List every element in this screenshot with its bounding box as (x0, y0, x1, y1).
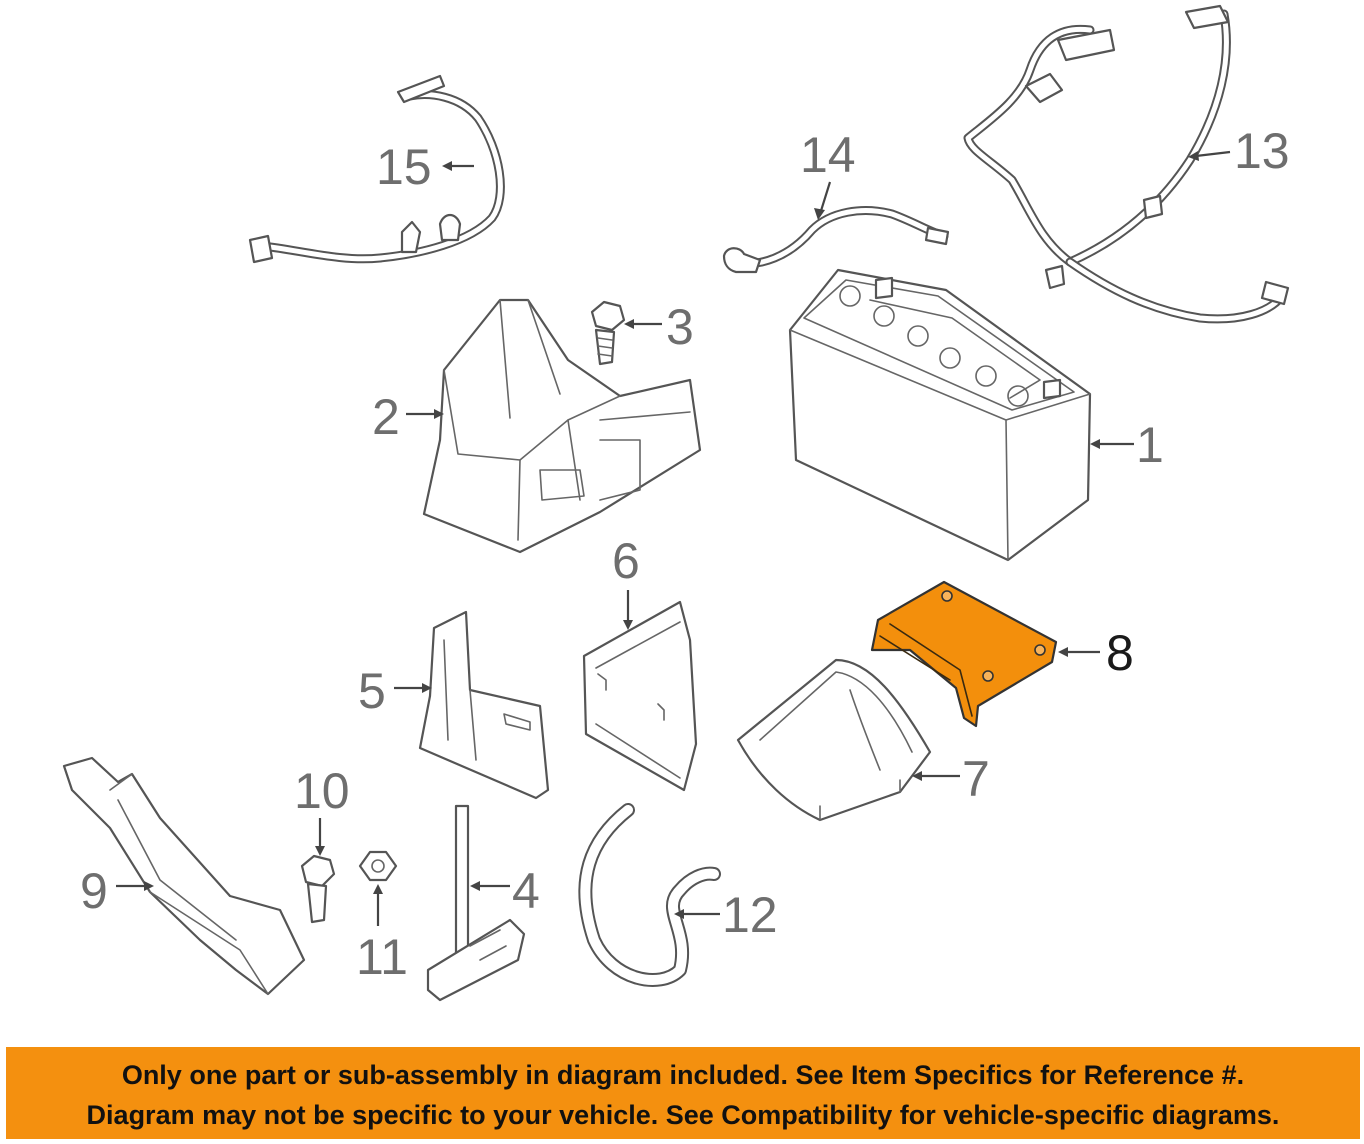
callout-8: 8 (1106, 625, 1134, 681)
part-3-bolt (590, 300, 626, 366)
part-12-hose (578, 803, 721, 987)
part-13-cable (963, 4, 1290, 324)
part-2-tray (422, 298, 702, 554)
disclaimer-line-1: Only one part or sub-assembly in diagram… (121, 1060, 1245, 1090)
callout-6: 6 (612, 533, 640, 589)
part-5-bracket (418, 610, 550, 800)
callout-1: 1 (1136, 417, 1164, 473)
part-1-battery (788, 268, 1092, 562)
part-11-nut (358, 850, 398, 882)
callout-4: 4 (512, 863, 540, 919)
callout-10: 10 (294, 763, 350, 819)
callout-7: 7 (962, 751, 990, 807)
part-15-cable (248, 74, 505, 264)
parts-diagram: 1 2 3 4 5 6 7 8 9 10 11 12 13 14 15 (62, 4, 1290, 1002)
part-7-cover (736, 658, 932, 822)
part-6-panel (582, 600, 698, 792)
callout-2: 2 (372, 389, 400, 445)
part-4-rod (426, 804, 526, 1002)
leader-lines (116, 150, 1231, 926)
part-10-bolt (300, 854, 336, 924)
callout-labels: 1 2 3 4 5 6 7 8 9 10 11 12 13 14 15 (80, 123, 1290, 985)
callout-3: 3 (666, 299, 694, 355)
disclaimer-banner: Only one part or sub-assembly in diagram… (6, 1047, 1360, 1139)
callout-9: 9 (80, 863, 108, 919)
part-9-bracket (62, 756, 306, 996)
callout-11: 11 (356, 929, 408, 985)
callout-13: 13 (1234, 123, 1290, 179)
callout-14: 14 (800, 127, 856, 183)
disclaimer-line-2: Diagram may not be specific to your vehi… (86, 1100, 1280, 1130)
callout-5: 5 (358, 663, 386, 719)
part-14-cable (722, 206, 950, 274)
callout-15: 15 (376, 139, 432, 195)
callout-12: 12 (722, 887, 778, 943)
part-8-panel-highlighted (870, 580, 1058, 728)
